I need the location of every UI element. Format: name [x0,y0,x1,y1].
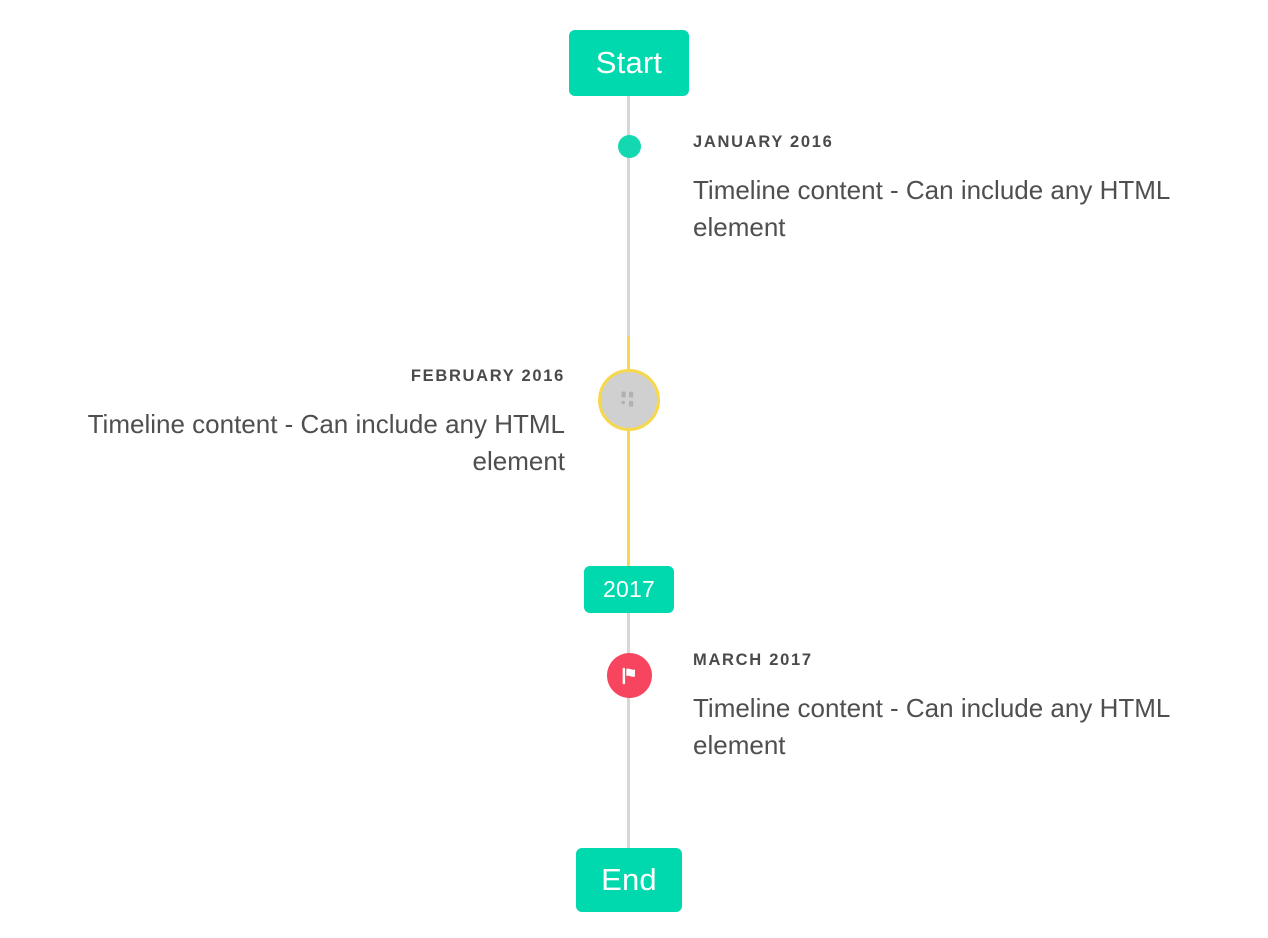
timeline-event-march-2017: March 2017 Timeline content - Can includ… [693,651,1217,764]
timeline-event-date: March 2017 [693,651,813,669]
timeline-event-body: Timeline content - Can include any HTML … [693,692,1170,760]
timeline-event-date: February 2016 [410,367,565,385]
timeline-event-february-2016: February 2016 Timeline content - Can inc… [41,367,565,480]
timeline-year-badge[interactable]: 2017 [584,566,674,613]
timeline-axis-segment-gray-bottom [627,612,630,848]
timeline-axis-segment-yellow [627,336,630,566]
timeline-event-january-2016: January 2016 Timeline content - Can incl… [693,133,1217,246]
timeline-marker-flag[interactable] [607,653,652,698]
timeline-event-date: January 2016 [693,133,834,151]
timeline-start-badge[interactable]: Start [569,30,689,96]
flag-icon [622,667,635,684]
image-placeholder-icon [621,391,634,407]
timeline-axis-segment-gray-top [627,95,630,336]
timeline-marker-dot-icon[interactable] [618,135,641,158]
timeline-marker-image-placeholder[interactable] [598,369,660,431]
timeline-event-body: Timeline content - Can include any HTML … [693,174,1170,242]
timeline-end-badge[interactable]: End [576,848,682,912]
timeline-event-body: Timeline content - Can include any HTML … [87,408,565,476]
